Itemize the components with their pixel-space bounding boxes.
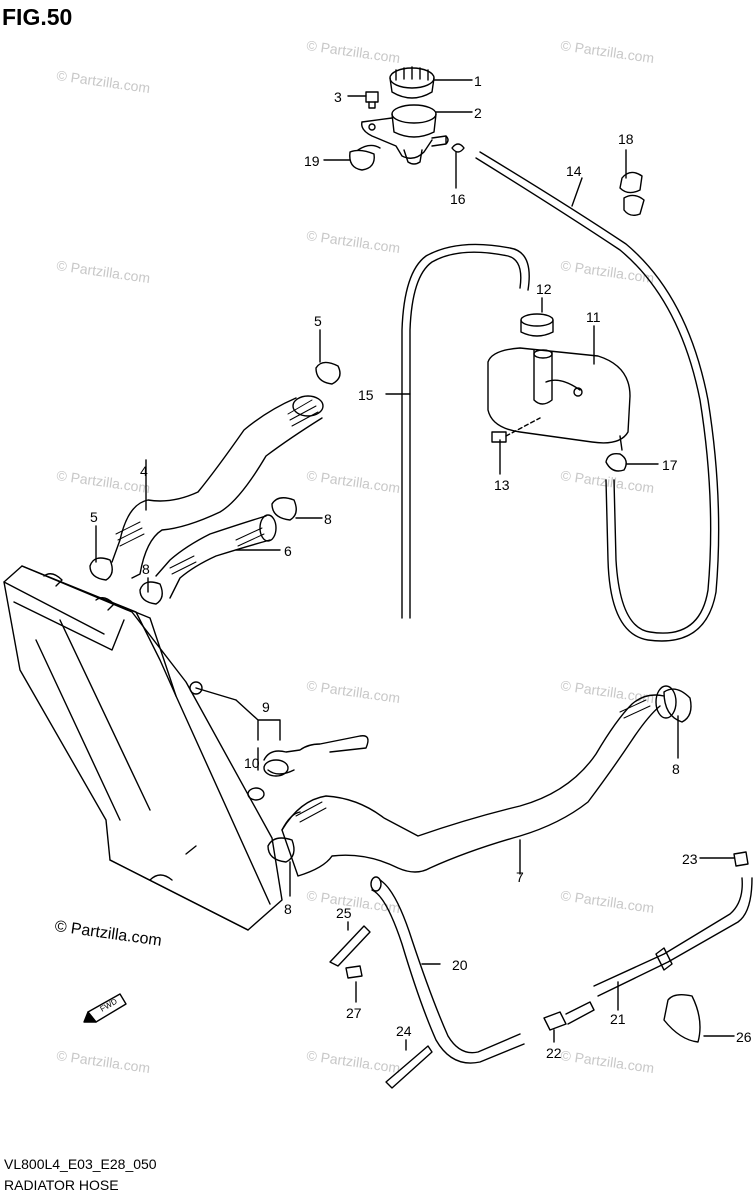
model-code: VL800L4_E03_E28_050 (4, 1156, 157, 1172)
callout-16: 16 (450, 191, 466, 207)
callout-22: 22 (546, 1045, 562, 1061)
clamp-8c (663, 688, 692, 723)
callout-3: 3 (334, 89, 342, 105)
clamp-19 (349, 144, 381, 171)
clamp-26 (663, 993, 701, 1043)
fitting-22 (543, 1001, 595, 1031)
watermark-text: © Partzilla.com (56, 257, 152, 286)
callout-4: 4 (140, 463, 148, 479)
bracket-25 (329, 925, 371, 967)
hose-21 (593, 877, 753, 997)
bolt-13 (491, 417, 541, 443)
watermark-text: © Partzilla.com (560, 1047, 656, 1076)
bracket-24 (385, 1045, 433, 1089)
clamp-5a (315, 361, 341, 385)
callout-5b: 5 (90, 509, 98, 525)
callout-10: 10 (244, 755, 260, 771)
callout-13: 13 (494, 477, 510, 493)
callout-8d: 8 (284, 901, 292, 917)
callout-6: 6 (284, 543, 292, 559)
watermark-text: © Partzilla.com (56, 67, 152, 96)
callout-27: 27 (346, 1005, 362, 1021)
clamp-5b (89, 557, 113, 581)
braid-patches (115, 399, 651, 823)
watermark-text: © Partzilla.com (560, 887, 656, 916)
callout-8a: 8 (324, 511, 332, 527)
watermark-text: © Partzilla.com (56, 467, 152, 496)
clip-23 (733, 851, 749, 867)
hose-4 (111, 395, 324, 579)
forward-arrow-icon (83, 993, 127, 1023)
watermark-text: © Partzilla.com (56, 1047, 152, 1076)
callout-18: 18 (618, 131, 634, 147)
callout-20: 20 (452, 957, 468, 973)
callout-7: 7 (516, 869, 524, 885)
callout-11: 11 (586, 309, 601, 325)
watermark-text: © Partzilla.com (306, 37, 402, 66)
clamp-17 (605, 452, 627, 472)
bolt-3 (365, 91, 379, 109)
callout-5a: 5 (314, 313, 322, 329)
hose-15 (401, 243, 530, 619)
leader-lines (95, 79, 735, 1051)
watermark-text: © Partzilla.com (560, 677, 656, 706)
watermark-text: © Partzilla.com (306, 887, 402, 916)
callout-25: 25 (336, 905, 352, 921)
callout-1: 1 (474, 73, 482, 89)
callout-24: 24 (396, 1023, 412, 1039)
figure-caption: RADIATOR HOSE (4, 1177, 119, 1193)
hose-6 (155, 514, 277, 599)
callout-2: 2 (474, 105, 482, 121)
radiator-cap (389, 66, 435, 99)
figure-title: FIG.50 (2, 4, 73, 30)
reservoir-tank (487, 347, 631, 451)
watermark-text: © Partzilla.com (560, 37, 656, 66)
callout-8c: 8 (672, 761, 680, 777)
watermark-text: © Partzilla.com (306, 467, 402, 496)
watermark-text: © Partzilla.com (306, 227, 402, 256)
hose-20 (370, 876, 525, 1064)
clamp-8d (267, 837, 295, 863)
callout-12: 12 (536, 281, 552, 297)
watermark-text: © Partzilla.com (560, 257, 656, 286)
bolt-27 (345, 965, 363, 979)
callout-8b: 8 (142, 561, 150, 577)
clamp-18 (619, 171, 645, 217)
watermark-text: © Partzilla.com (306, 1047, 402, 1076)
callout-19: 19 (304, 153, 320, 169)
callout-9: 9 (262, 699, 270, 715)
clamp-8b (139, 581, 163, 605)
clip-16 (451, 143, 465, 153)
filler-neck (361, 104, 449, 165)
callout-17: 17 (662, 457, 678, 473)
clamp-8a (271, 497, 297, 521)
callout-labels: 1 2 3 19 16 18 14 12 11 15 5 4 5 8 6 8 1… (90, 73, 752, 1061)
callout-21: 21 (610, 1011, 626, 1027)
hose-7 (281, 685, 677, 877)
callout-15: 15 (358, 387, 374, 403)
radiator (3, 565, 283, 931)
callout-26: 26 (736, 1029, 752, 1045)
watermark-text: © Partzilla.com (306, 677, 402, 706)
thermo-switch (235, 699, 369, 801)
watermark-layer: © Partzilla.com © Partzilla.com © Partzill… (56, 37, 656, 1076)
callout-23: 23 (682, 851, 698, 867)
reservoir-cap (520, 313, 554, 337)
callout-14: 14 (566, 163, 582, 179)
watermark-text: © Partzilla.com (560, 467, 656, 496)
hose-14 (475, 151, 720, 642)
